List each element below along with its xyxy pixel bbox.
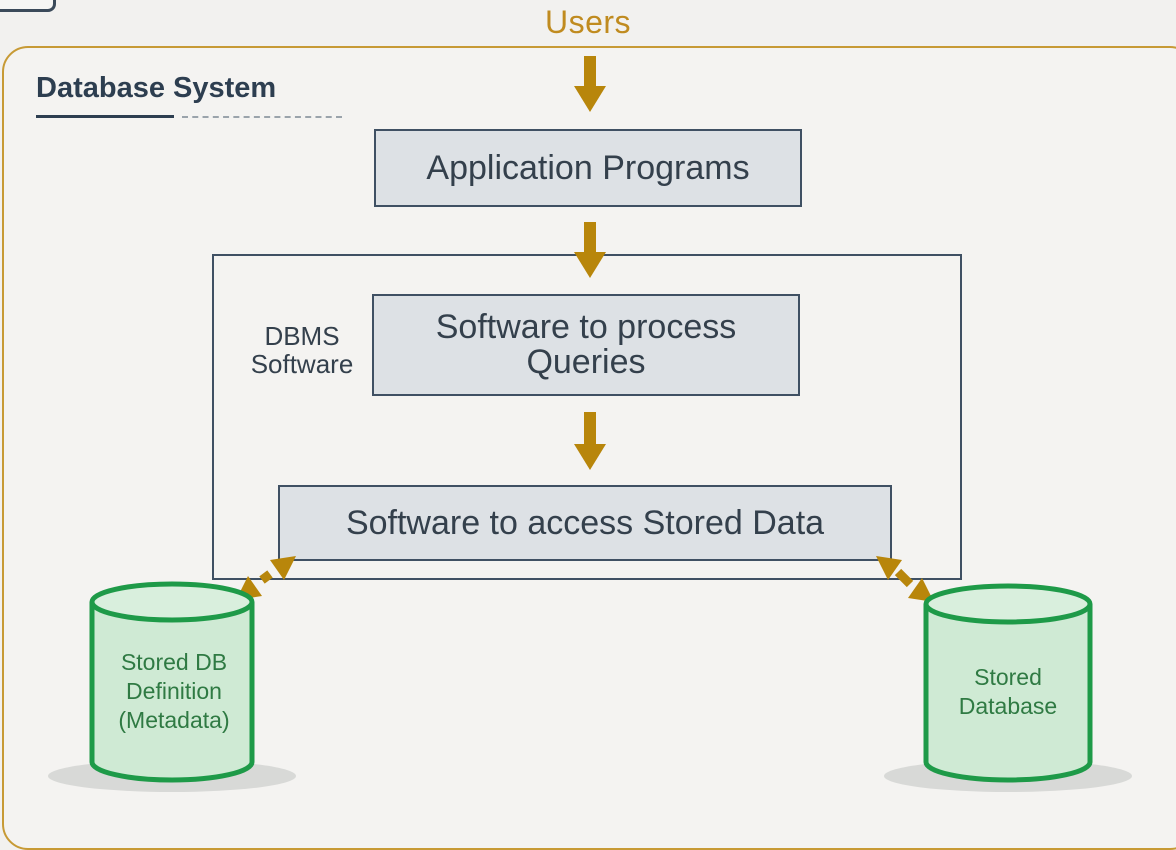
panel-title: Database System xyxy=(36,72,277,104)
stored-data-access-box: Software to access Stored Data xyxy=(278,485,892,561)
database-cylinder-icon xyxy=(923,583,1093,783)
database-line2: Database xyxy=(958,693,1058,719)
arrow-app-to-query xyxy=(574,222,606,278)
metadata-line2: Definition xyxy=(126,678,222,704)
title-underline xyxy=(36,115,174,118)
metadata-line3: (Metadata) xyxy=(118,707,230,733)
application-programs-box: Application Programs xyxy=(374,129,802,207)
dbms-label-line2: Software xyxy=(250,349,354,379)
users-label: Users xyxy=(544,4,632,40)
metadata-cylinder-icon xyxy=(89,581,255,783)
dbms-software-label: DBMS Software xyxy=(222,322,382,378)
corner-button xyxy=(0,0,56,12)
title-underline-dashed xyxy=(182,116,342,118)
query-processing-box: Software to process Queries xyxy=(372,294,800,396)
query-box-line1: Software to process xyxy=(435,308,737,346)
arrow-query-to-access xyxy=(574,412,606,470)
database-line1: Stored xyxy=(974,664,1042,690)
stored-data-access-label: Software to access Stored Data xyxy=(345,503,825,542)
dbms-label-line1: DBMS xyxy=(264,321,340,351)
arrow-users-to-app xyxy=(574,56,606,112)
metadata-line1: Stored DB xyxy=(120,649,228,675)
application-programs-label: Application Programs xyxy=(426,148,750,187)
arrow-access-to-database xyxy=(876,556,934,602)
diagram-graphics xyxy=(48,56,1132,792)
database-cylinder-label: Stored Database xyxy=(926,663,1090,721)
query-box-line2: Queries xyxy=(526,343,646,381)
metadata-cylinder-label: Stored DB Definition (Metadata) xyxy=(92,648,256,735)
